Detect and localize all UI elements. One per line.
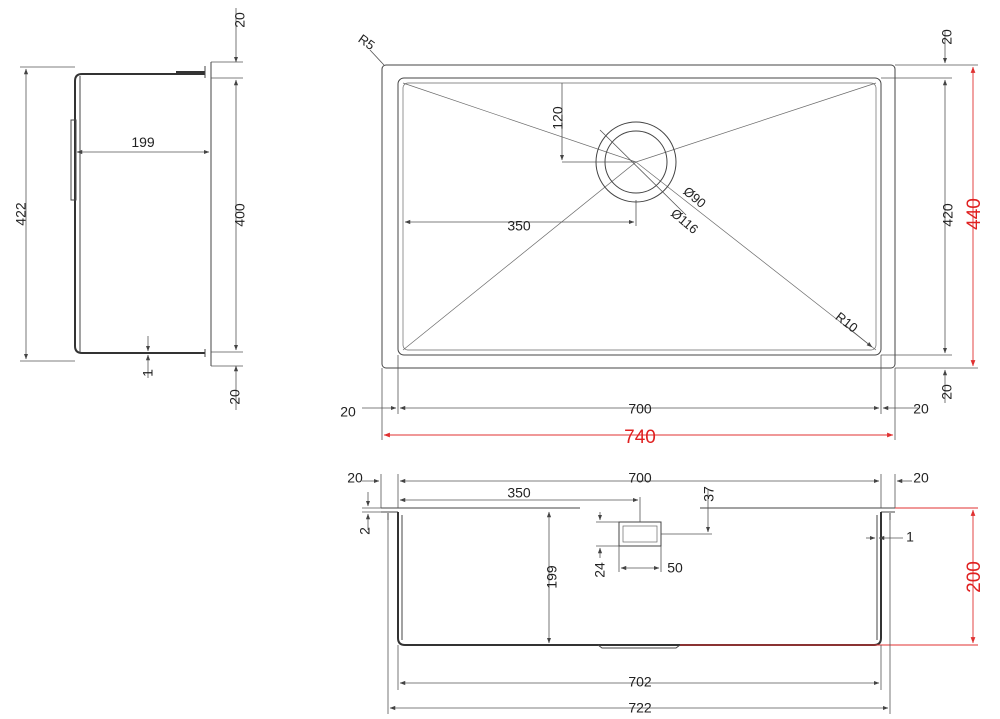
radius-r5: R5 xyxy=(355,31,377,53)
dim-drain-120: 120 xyxy=(550,106,566,130)
dim-front-722-label: 722 xyxy=(628,700,652,716)
dim-350-label: 350 xyxy=(507,218,531,234)
dim-dia-90: Ø90 xyxy=(680,184,708,211)
dim-front-2: 2 xyxy=(357,527,373,535)
sink-rim xyxy=(381,64,896,369)
dim-left-rim-20: 20 xyxy=(340,404,356,420)
dim-right-rim-20: 20 xyxy=(913,401,929,417)
side-profile xyxy=(74,73,205,354)
dim-front-left-20: 20 xyxy=(347,470,363,486)
dim-700-label: 700 xyxy=(628,401,652,417)
dim-422-label: 422 xyxy=(13,202,29,226)
dim-front-702-label: 702 xyxy=(628,674,652,690)
dim-dia-116: Ø116 xyxy=(668,206,701,237)
dim-front-200-label: 200 xyxy=(964,561,985,593)
top-view: 120 350 Ø90 Ø116 R5 R10 20 420 20 440 xyxy=(340,29,985,448)
dim-front-199-label: 199 xyxy=(544,565,560,589)
dim-199-label: 199 xyxy=(131,134,155,150)
dim-740-label: 740 xyxy=(624,427,656,448)
dim-400-label: 400 xyxy=(232,203,248,227)
dim-front-wall-1: 1 xyxy=(906,529,914,545)
dim-front-700-label: 700 xyxy=(628,470,652,486)
front-bowl-profile xyxy=(397,512,882,646)
radius-r10: R10 xyxy=(833,309,861,336)
dim-front-50: 50 xyxy=(667,560,683,576)
overflow-slot xyxy=(70,119,77,201)
dim-front-37: 37 xyxy=(701,486,717,502)
dim-420-label: 420 xyxy=(940,203,956,227)
dim-side-wall-1: 1 xyxy=(140,369,156,377)
dim-440-label: 440 xyxy=(964,198,985,230)
dim-side-top-20: 20 xyxy=(232,12,248,28)
sink-bowl xyxy=(397,77,882,356)
side-view: 422 199 400 20 20 1 xyxy=(13,8,248,410)
dim-front-24: 24 xyxy=(592,562,608,578)
front-drain-box xyxy=(618,521,662,547)
dim-top-rim-20: 20 xyxy=(939,29,955,45)
front-view: 20 700 20 350 37 2 1 24 50 xyxy=(347,470,985,716)
dim-front-right-20: 20 xyxy=(913,470,929,486)
dim-bottom-rim-20: 20 xyxy=(939,384,955,400)
dim-front-350-label: 350 xyxy=(507,485,531,501)
dim-side-bottom-20: 20 xyxy=(227,389,243,405)
